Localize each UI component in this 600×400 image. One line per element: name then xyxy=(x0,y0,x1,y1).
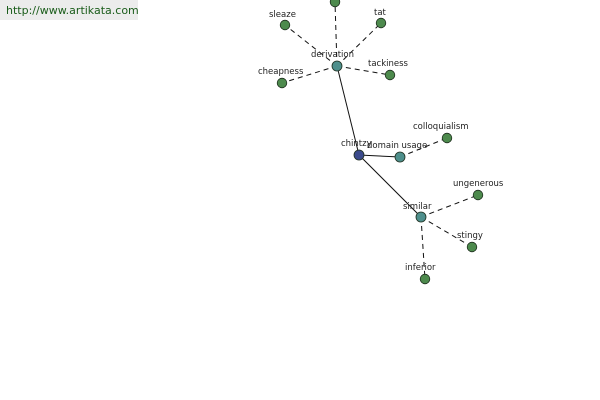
label-sleaze[interactable]: sleaze xyxy=(269,10,296,20)
edge-similar-ungenerous xyxy=(420,194,479,218)
node-colloquialism[interactable] xyxy=(441,132,453,144)
label-cheapness[interactable]: cheapness xyxy=(258,67,304,77)
edge-similar-inferior xyxy=(420,216,426,280)
graph-labels: chintzy derivation domain usage similar slea… xyxy=(258,8,504,273)
label-derivation[interactable]: derivation xyxy=(311,50,354,60)
edge-chintzy-derivation xyxy=(336,65,360,156)
source-link[interactable]: http://www.artikata.com xyxy=(0,0,139,20)
node-sleaze[interactable] xyxy=(279,19,291,31)
label-similar[interactable]: similar xyxy=(403,202,432,212)
edge-chintzy-domain-usage xyxy=(358,154,401,158)
edge-derivation-sleaze xyxy=(284,24,338,67)
label-ungenerous[interactable]: ungenerous xyxy=(453,179,504,189)
label-inferior[interactable]: inferior xyxy=(405,263,436,273)
label-tat[interactable]: tat xyxy=(374,8,387,18)
graph-nodes xyxy=(276,0,484,285)
label-colloquialism[interactable]: colloquialism xyxy=(413,122,469,132)
label-tackiness[interactable]: tackiness xyxy=(368,59,409,69)
label-stingy[interactable]: stingy xyxy=(457,231,483,241)
node-ungenerous[interactable] xyxy=(472,189,484,201)
node-inferior[interactable] xyxy=(419,273,431,285)
edge-derivation-cheapness xyxy=(281,65,338,84)
node-tackiness[interactable] xyxy=(384,69,396,81)
node-stingy[interactable] xyxy=(466,241,478,253)
label-domain-usage[interactable]: domain usage xyxy=(367,141,427,151)
label-chintzy[interactable]: chintzy xyxy=(341,139,372,149)
node-domain-usage[interactable] xyxy=(394,151,406,163)
node-derivation[interactable] xyxy=(331,60,343,72)
edge-derivation-tat xyxy=(336,22,382,67)
edge-chintzy-similar xyxy=(358,154,422,218)
node-top-offscreen[interactable] xyxy=(329,0,341,8)
graph-edges xyxy=(281,1,479,280)
node-similar[interactable] xyxy=(415,211,427,223)
node-cheapness[interactable] xyxy=(276,77,288,89)
edge-similar-stingy xyxy=(420,216,473,248)
edge-derivation-top-offscreen xyxy=(334,1,338,67)
node-chintzy[interactable] xyxy=(353,149,365,161)
node-tat[interactable] xyxy=(375,17,387,29)
